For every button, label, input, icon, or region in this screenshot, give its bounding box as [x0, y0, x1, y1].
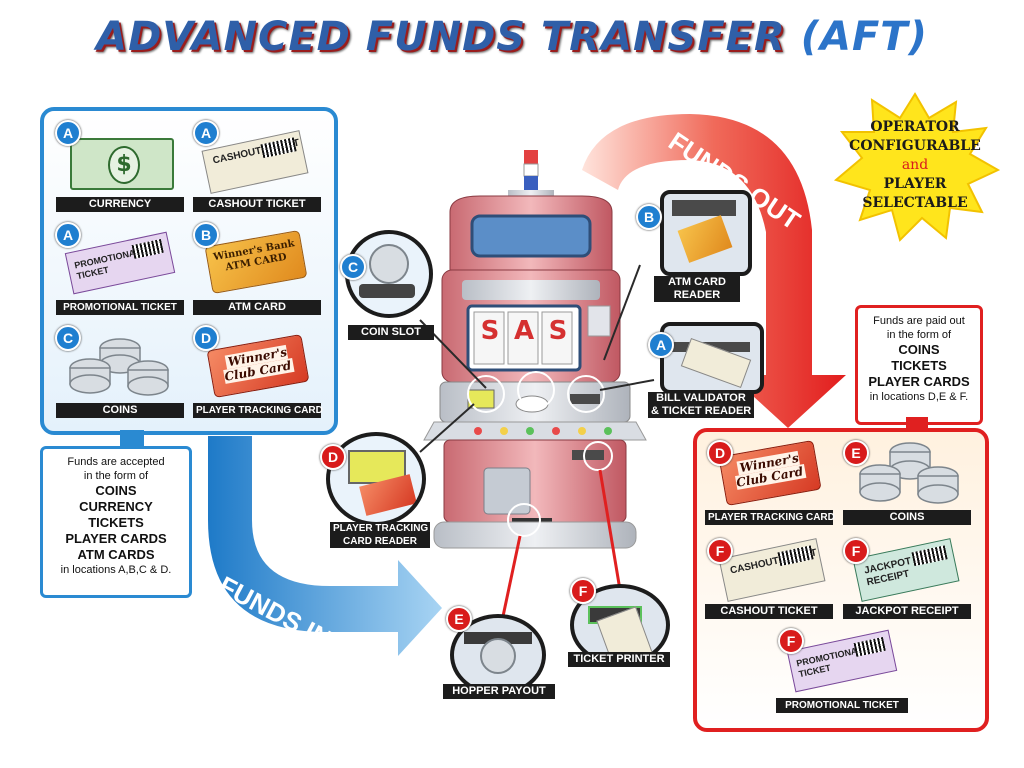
label-out-jackpot-receipt: JACKPOT RECEIPT: [843, 604, 971, 619]
label-card-reader: PLAYER TRACKING CARD READER: [330, 522, 430, 548]
badge-out-promotional-ticket: F: [778, 628, 804, 654]
starburst-line2: CONFIGURABLE: [849, 138, 981, 154]
funds-out-connector: [906, 417, 928, 431]
label-bill-validator: BILL VALIDATOR& TICKET READER: [648, 392, 754, 418]
label-atm-reader-line2: READER: [673, 289, 721, 301]
label-out-coins: COINS: [843, 510, 971, 525]
starburst-line3: and: [901, 157, 929, 173]
label-coins: COINS: [56, 403, 184, 418]
label-printer: TICKET PRINTER: [568, 652, 670, 667]
label-out-promotional-ticket: PROMOTIONAL TICKET: [776, 698, 908, 713]
badge-card-reader: D: [320, 444, 346, 470]
label-card-reader-line1: PLAYER TRACKING: [333, 523, 429, 534]
funds-in-note: Funds are accepted in the form of COINS …: [40, 446, 192, 598]
starburst-line1: OPERATOR: [870, 119, 960, 135]
label-out-player-card: PLAYER TRACKING CARD: [705, 510, 835, 525]
bill-validator-callout: [660, 322, 764, 394]
badge-player-card: D: [193, 325, 219, 351]
title-abbr: (AFT): [800, 14, 928, 60]
badge-atm-card: B: [193, 222, 219, 248]
funds-out-note-line1: Funds are paid out: [873, 315, 965, 327]
keypad-icon: [672, 200, 736, 216]
starburst-line4: PLAYER: [883, 176, 947, 192]
label-currency: CURRENCY: [56, 197, 184, 212]
starburst: [833, 92, 1000, 242]
badge-out-player-card: D: [707, 440, 733, 466]
funds-in-note-line8: in locations A,B,C & D.: [60, 564, 172, 576]
funds-in-connector: [120, 430, 144, 448]
badge-atm-reader: B: [636, 204, 662, 230]
badge-promotional-ticket: A: [55, 222, 81, 248]
starburst-text: OPERATOR CONFIGURABLE and PLAYER SELECTA…: [845, 118, 985, 213]
funds-out-note-line3: COINS: [898, 342, 940, 357]
label-cashout-ticket: CASHOUT TICKET: [193, 197, 321, 212]
label-coin-slot: COIN SLOT: [348, 325, 434, 340]
out-jackpot-receipt-art-text: JACKPOT RECEIPT: [863, 555, 913, 589]
barcode-icon: [911, 545, 948, 567]
funds-in-note-line1: Funds are accepted: [67, 456, 165, 468]
title-main: ADVANCED FUNDS TRANSFER: [96, 14, 786, 60]
slot-opening-icon: [359, 284, 415, 298]
funds-out-note-line2: in the form of: [886, 329, 952, 341]
badge-coin-slot: C: [340, 254, 366, 280]
payout-coin-icon: [480, 638, 516, 674]
starburst-line5: SELECTABLE: [862, 195, 968, 211]
coin-icon: [369, 244, 409, 284]
label-card-reader-line2: CARD READER: [343, 536, 417, 547]
badge-hopper: E: [446, 606, 472, 632]
badge-bill-validator: A: [648, 332, 674, 358]
funds-out-note-line6: in locations D,E & F.: [869, 391, 969, 403]
funds-in-note-line7: ATM CARDS: [77, 547, 155, 562]
label-out-cashout-ticket: CASHOUT TICKET: [705, 604, 833, 619]
funds-in-note-line4: CURRENCY: [79, 499, 153, 514]
barcode-icon: [853, 636, 886, 657]
label-atm-reader-line1: ATM CARD: [668, 276, 726, 288]
badge-coins: C: [55, 325, 81, 351]
funds-in-note-line6: PLAYER CARDS: [65, 531, 167, 546]
atm-reader-callout: [660, 190, 752, 276]
label-hopper: HOPPER PAYOUT: [443, 684, 555, 699]
label-bill-validator-line2: & TICKET READER: [651, 405, 752, 417]
funds-in-note-line3: COINS: [95, 483, 137, 498]
funds-out-note-line4: TICKETS: [891, 358, 947, 373]
badge-out-coins: E: [843, 440, 869, 466]
reel-3-symbol: S: [548, 316, 568, 346]
label-promotional-ticket: PROMOTIONAL TICKET: [56, 300, 184, 315]
atm-card-icon: [677, 215, 733, 263]
badge-cashout-ticket: A: [193, 120, 219, 146]
badge-out-jackpot-receipt: F: [843, 538, 869, 564]
coin-slot-callout: [345, 230, 433, 318]
funds-out-arrow: [582, 114, 846, 428]
dollar-sign-icon: $: [108, 146, 140, 184]
reel-2-symbol: A: [513, 316, 535, 346]
funds-out-note: Funds are paid out in the form of COINS …: [855, 305, 983, 425]
funds-in-note-line5: TICKETS: [88, 515, 144, 530]
badge-printer: F: [570, 578, 596, 604]
badge-currency: A: [55, 120, 81, 146]
funds-in-note-line2: in the form of: [83, 470, 149, 482]
badge-out-cashout-ticket: F: [707, 538, 733, 564]
label-player-card: PLAYER TRACKING CARD: [193, 403, 323, 418]
out-coins-stack-image: [859, 442, 959, 504]
out-player-card-art-text: Winner's Club Card: [735, 450, 807, 490]
reel-1-symbol: S: [480, 316, 500, 346]
funds-out-note-line5: PLAYER CARDS: [868, 374, 970, 389]
page-title: ADVANCED FUNDS TRANSFER (AFT): [0, 14, 1024, 60]
label-atm-card: ATM CARD: [193, 300, 321, 315]
barcode-icon: [777, 545, 814, 567]
out-promotional-ticket-art-text: PROMOTIONAL TICKET: [795, 644, 864, 680]
currency-bill-image: $: [70, 138, 174, 190]
funds-in-arrow: [208, 436, 442, 656]
label-bill-validator-line1: BILL VALIDATOR: [656, 392, 746, 404]
coins-stack-image: [69, 338, 169, 396]
